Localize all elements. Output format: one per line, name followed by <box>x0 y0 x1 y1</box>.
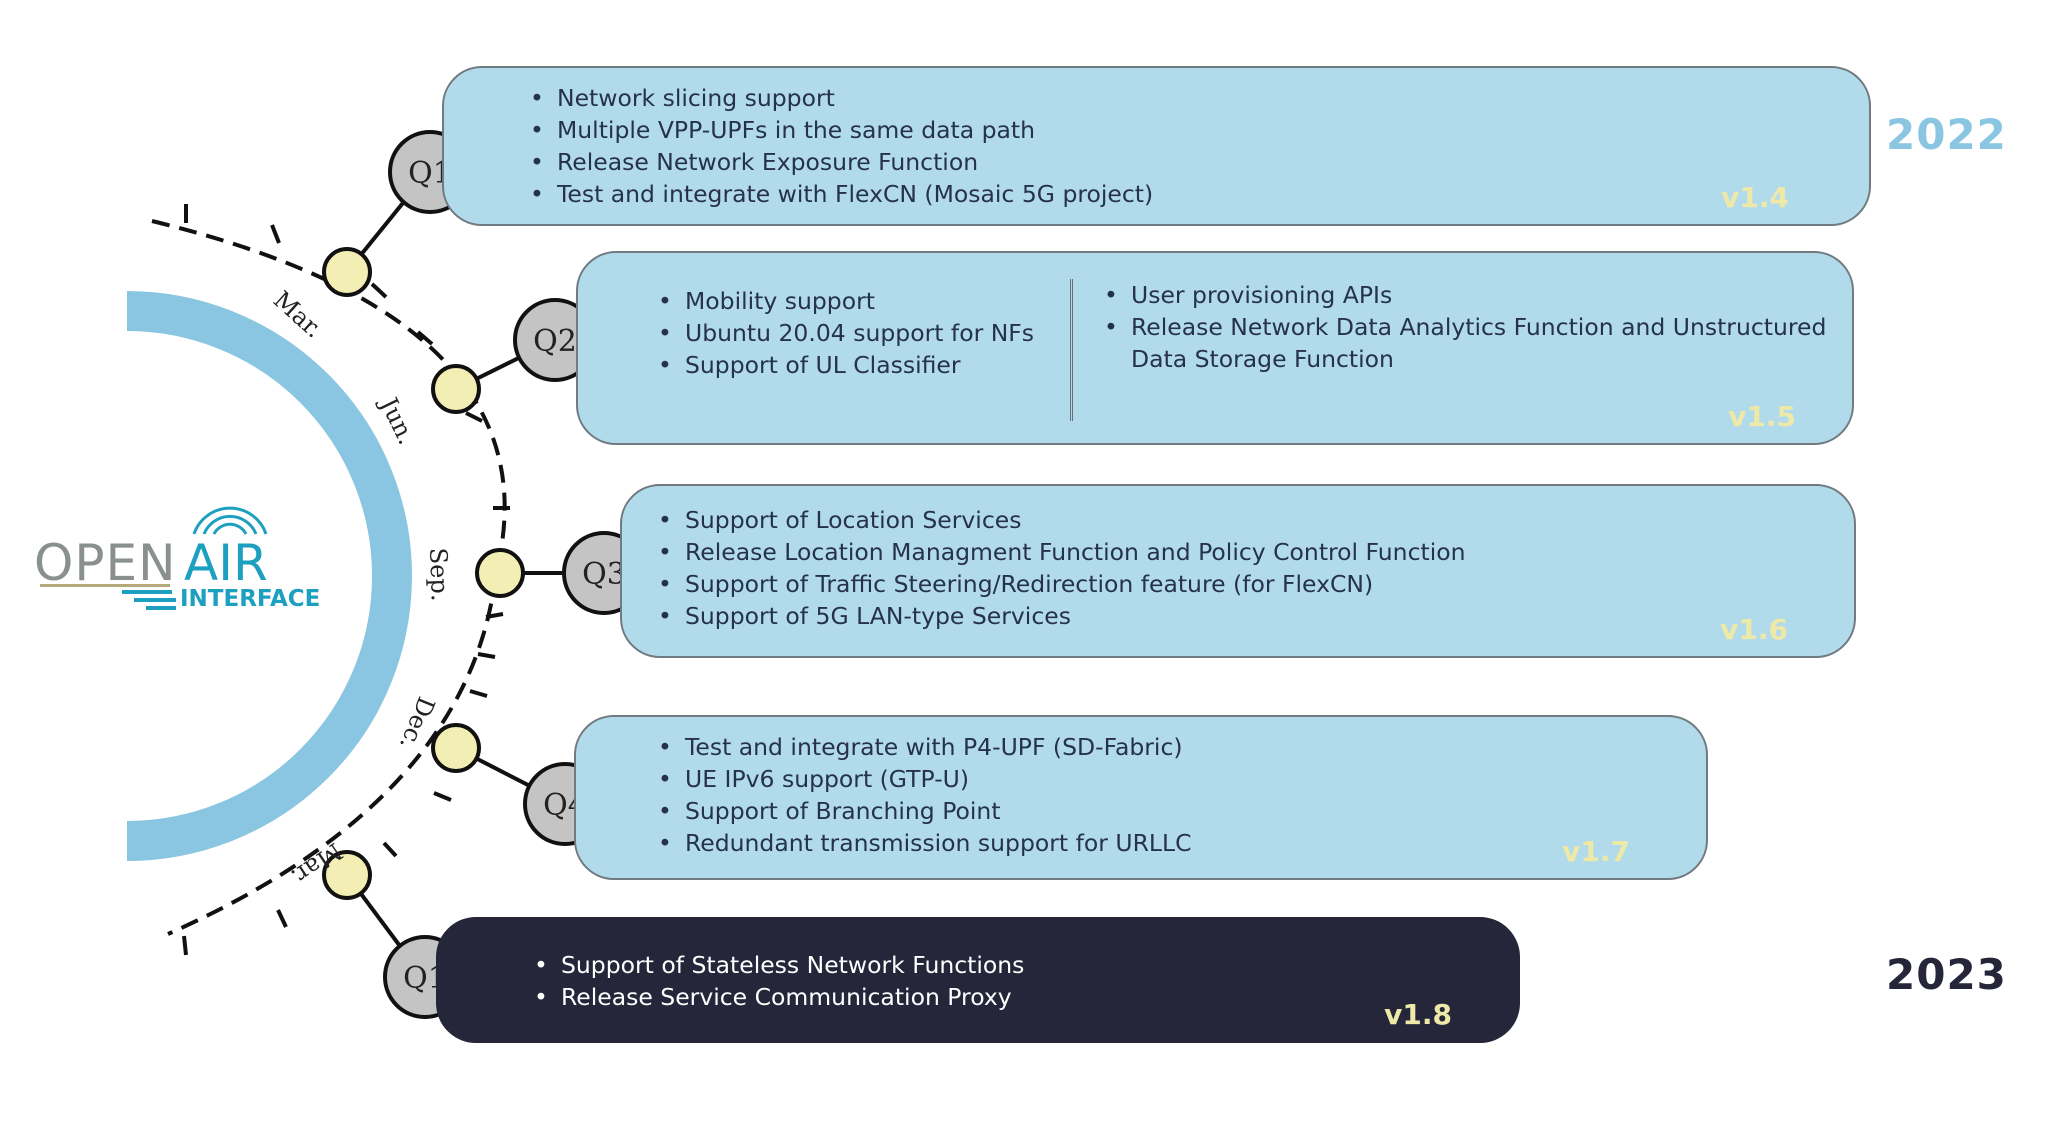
release-v1-5-left-list: Mobility support Ubuntu 20.04 support fo… <box>658 285 1034 381</box>
openairinterface-logo: OPEN AIR INTERFACE <box>34 506 320 612</box>
list-item: Mobility support <box>658 285 1034 317</box>
month-label-sep: Sep. <box>424 547 454 602</box>
list-item: Ubuntu 20.04 support for NFs <box>658 317 1034 349</box>
column-divider <box>1070 279 1073 421</box>
release-card-v1-6: Support of Location Services Release Loc… <box>620 484 1856 658</box>
version-label-v1-7: v1.7 <box>1562 835 1630 868</box>
release-v1-4-list: Network slicing support Multiple VPP-UPF… <box>530 82 1153 210</box>
speed-lines <box>40 584 176 610</box>
year-label-2023: 2023 <box>1886 950 2007 999</box>
release-v1-6-list: Support of Location Services Release Loc… <box>658 504 1466 632</box>
milestone-dec <box>431 723 481 773</box>
milestone-jun <box>431 364 481 414</box>
list-item: Data Storage Function <box>1131 345 1394 373</box>
quarter-label-q3: Q3 <box>582 557 626 592</box>
logo-air-text: AIR <box>184 534 268 592</box>
milestone-mar-2023 <box>322 850 372 900</box>
quarter-label-q2: Q2 <box>533 324 577 359</box>
timeline-arc <box>151 219 507 936</box>
list-item: Support of 5G LAN-type Services <box>658 600 1466 632</box>
list-item: Release Service Communication Proxy <box>534 981 1024 1013</box>
year-label-2022: 2022 <box>1886 110 2007 159</box>
release-card-v1-4: Network slicing support Multiple VPP-UPF… <box>442 66 1871 226</box>
list-item: Multiple VPP-UPFs in the same data path <box>530 114 1153 146</box>
version-label-v1-5: v1.5 <box>1728 400 1796 433</box>
release-v1-5-right-list: User provisioning APIs Release Network D… <box>1104 279 1826 375</box>
list-item: Support of Traffic Steering/Redirection … <box>658 568 1466 600</box>
release-card-v1-8: Support of Stateless Network Functions R… <box>436 917 1520 1043</box>
list-item: Support of Branching Point <box>658 795 1192 827</box>
logo-interface-text: INTERFACE <box>180 586 320 612</box>
logo-open-text: OPEN <box>34 534 177 592</box>
list-item: Network slicing support <box>530 82 1153 114</box>
version-label-v1-4: v1.4 <box>1721 181 1789 214</box>
release-v1-7-list: Test and integrate with P4-UPF (SD-Fabri… <box>658 731 1192 859</box>
version-label-v1-6: v1.6 <box>1720 613 1788 646</box>
blue-arc <box>126 291 412 861</box>
timeline-ticks <box>182 204 510 956</box>
list-item: Release Network Exposure Function <box>530 146 1153 178</box>
list-item: Test and integrate with FlexCN (Mosaic 5… <box>530 178 1153 210</box>
list-item: User provisioning APIs <box>1104 279 1826 311</box>
milestone-mar-2022 <box>322 247 372 297</box>
list-item: Test and integrate with P4-UPF (SD-Fabri… <box>658 731 1192 763</box>
month-label-jun: Jun. <box>373 391 421 449</box>
list-item: UE IPv6 support (GTP-U) <box>658 763 1192 795</box>
version-label-v1-8: v1.8 <box>1384 998 1452 1031</box>
release-card-v1-7: Test and integrate with P4-UPF (SD-Fabri… <box>574 715 1708 880</box>
release-card-v1-5: Mobility support Ubuntu 20.04 support fo… <box>576 251 1854 445</box>
milestones <box>322 247 525 900</box>
list-item: Support of Stateless Network Functions <box>534 949 1024 981</box>
list-item: Support of Location Services <box>658 504 1466 536</box>
list-item: Release Location Managment Function and … <box>658 536 1466 568</box>
list-item: Redundant transmission support for URLLC <box>658 827 1192 859</box>
signal-waves-icon <box>192 506 268 535</box>
list-item: Release Network Data Analytics Function … <box>1104 311 1826 343</box>
release-v1-8-list: Support of Stateless Network Functions R… <box>534 949 1024 1013</box>
list-item: Support of UL Classifier <box>658 349 1034 381</box>
milestone-sep <box>475 548 525 598</box>
